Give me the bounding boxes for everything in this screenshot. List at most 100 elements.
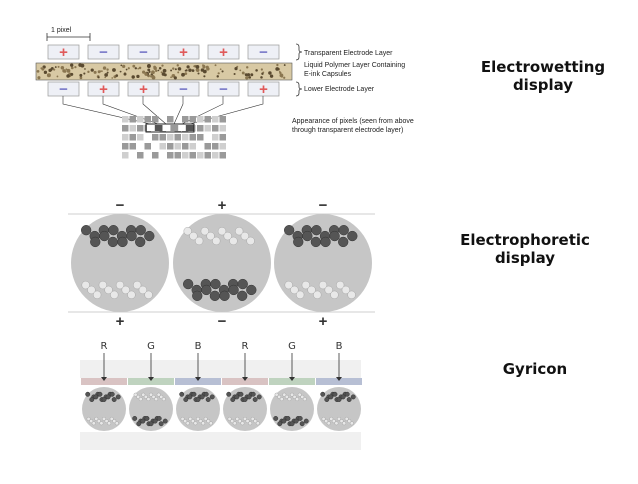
capsule-dot — [280, 75, 284, 78]
light-particle — [230, 419, 235, 424]
layer-top-label: Transparent Electrode Layer — [304, 50, 393, 57]
dark-particle — [273, 416, 279, 421]
light-particle — [237, 419, 242, 424]
light-particle — [146, 397, 151, 402]
arrow-head — [195, 377, 201, 381]
capsule-dot — [197, 72, 200, 75]
light-particle — [290, 392, 294, 397]
pixel-leader-lines — [62, 96, 264, 125]
light-particle — [198, 419, 203, 424]
dark-particle — [90, 236, 101, 248]
capsule-dot — [70, 66, 74, 70]
capsule-dot — [138, 66, 142, 70]
light-particle — [203, 416, 208, 421]
microcapsule — [82, 387, 126, 431]
dark-particle — [136, 421, 142, 427]
light-particle — [341, 285, 350, 295]
light-particle — [156, 392, 161, 397]
light-particle — [250, 416, 255, 421]
dark-particle — [219, 290, 230, 301]
capsule-dot — [148, 71, 151, 73]
light-particle — [183, 419, 188, 424]
dark-particle — [250, 391, 256, 397]
light-particle — [115, 280, 125, 290]
dark-particle — [144, 416, 150, 421]
light-particle — [246, 236, 255, 246]
leader-line — [173, 96, 184, 125]
capsule-dot — [153, 66, 157, 71]
electrode-cell: − — [47, 81, 80, 98]
capsule-dot — [184, 69, 187, 72]
capsule-dot — [102, 66, 107, 70]
capsule-dot — [131, 75, 135, 79]
capsule-dot — [186, 65, 190, 69]
capsule-dot — [79, 73, 83, 77]
capsule-dot — [104, 76, 107, 79]
capsule-dot — [268, 71, 272, 75]
pixel-square — [122, 152, 129, 159]
microcapsule — [274, 214, 372, 312]
layer-mid-label-1: Liquid Polymer Layer Containing — [304, 62, 405, 69]
pixel-square — [137, 125, 144, 132]
dark-particle — [230, 397, 236, 402]
electrode-cell: − — [207, 81, 240, 98]
dark-particle — [344, 391, 350, 397]
light-particle — [324, 285, 333, 295]
pixel-square — [159, 143, 166, 150]
light-particle — [159, 394, 164, 399]
light-particle — [104, 419, 109, 424]
pixel-square — [212, 143, 219, 150]
light-particle — [138, 397, 143, 402]
capsule-dot — [70, 72, 74, 76]
light-particle — [133, 280, 142, 290]
electrophoretic-diagram: −++−−+ — [68, 197, 375, 330]
capsule-dot — [170, 69, 173, 72]
capsule-dot — [60, 65, 65, 70]
channel-label: B — [336, 341, 343, 352]
light-particle — [188, 416, 193, 421]
pixel-square — [219, 152, 226, 159]
pixel-square — [189, 152, 196, 159]
capsule-dot — [151, 70, 155, 75]
electrode-box — [47, 44, 80, 60]
capsule-dot — [170, 76, 172, 79]
dark-particle — [336, 397, 342, 402]
pixel-square — [137, 134, 144, 141]
dark-particle — [81, 225, 92, 236]
light-particle — [143, 394, 148, 399]
light-particle — [112, 419, 117, 424]
channel-label: R — [101, 341, 108, 352]
capsule-dot — [122, 64, 126, 68]
capsule-dot — [177, 67, 182, 71]
capsule-dot — [244, 73, 248, 77]
dark-particle — [228, 284, 239, 296]
dark-particle — [329, 230, 340, 242]
pixel-square — [152, 134, 159, 141]
dark-particle — [85, 391, 91, 397]
top-electrode-row: +−−++− — [47, 44, 280, 61]
minus-sign: − — [259, 44, 268, 61]
color-filter — [222, 378, 268, 385]
dark-particle — [117, 236, 128, 248]
ep-bottom-sign: + — [319, 313, 328, 330]
capsule-dot — [239, 69, 242, 72]
arrow-head — [289, 377, 295, 381]
plus-sign: + — [219, 44, 228, 61]
pixel-square — [189, 116, 196, 123]
pixel-square — [212, 125, 219, 132]
microcapsule — [317, 387, 361, 431]
light-particle — [110, 290, 119, 299]
light-particle — [189, 231, 198, 241]
capsule-dot — [127, 67, 130, 70]
color-filter — [128, 378, 174, 385]
color-filter — [269, 378, 315, 385]
light-particle — [138, 285, 147, 295]
light-particle — [154, 397, 159, 402]
light-particle — [329, 416, 334, 421]
brace-top — [295, 43, 303, 61]
capsule-dot — [115, 74, 119, 77]
e-ink-capsules — [36, 63, 286, 80]
capsule-dot — [53, 68, 56, 71]
capsule-dot — [276, 63, 279, 67]
light-particle — [287, 397, 292, 402]
